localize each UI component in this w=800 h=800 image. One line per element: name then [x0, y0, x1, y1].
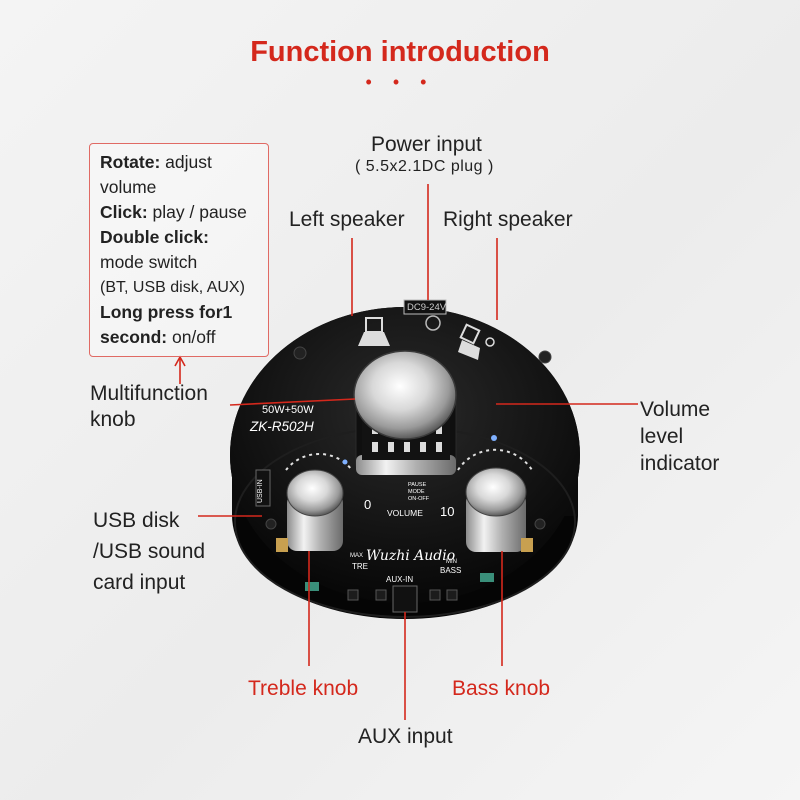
- volume-led: [491, 435, 497, 441]
- long-press-value: on/off: [167, 327, 216, 347]
- voltage-text: DC9-24V: [407, 302, 447, 313]
- long-press-key: Long press for1: [100, 302, 233, 322]
- multifunction-label-line2: knob: [90, 408, 136, 431]
- title-dots: • • •: [365, 72, 435, 92]
- usb-label-line1: USB disk: [93, 509, 180, 532]
- volume-label-line2: level: [640, 425, 684, 448]
- double-click-key-line: Double click:: [100, 225, 268, 250]
- knob-info-box: Rotate: adjust volume Click: play / paus…: [89, 143, 269, 357]
- multifunction-knob-drawing: [353, 350, 457, 475]
- usb-silk-text: USB-IN: [257, 479, 264, 503]
- multifunction-label-line1: Multifunction: [90, 382, 208, 405]
- rotate-key: Rotate:: [100, 152, 161, 172]
- power-jack-icon: [403, 299, 447, 331]
- double-click-key: Double click:: [100, 227, 209, 247]
- double-click-modes: (BT, USB disk, AUX): [100, 279, 245, 296]
- double-click-value: mode switch: [100, 252, 198, 272]
- right-speaker-terminal-icon: [458, 323, 495, 360]
- long-press-key-cont: second:: [100, 327, 168, 347]
- power-plug-label: ( 5.5x2.1DC plug ): [355, 158, 494, 175]
- onoff-silk-text: ON-OFF: [408, 496, 430, 502]
- bass-knob-drawing: [457, 448, 533, 552]
- rotate-value-cont: volume: [100, 177, 157, 197]
- model-text: ZK-R502H: [249, 419, 314, 434]
- min-silk-text: MIN: [446, 559, 457, 565]
- long-press-key-line: Long press for1: [100, 300, 268, 325]
- power-input-label: Power input: [371, 133, 482, 156]
- left-speaker-terminal-icon: [358, 317, 390, 346]
- rotate-value: adjust: [160, 152, 212, 172]
- left-speaker-label: Left speaker: [289, 208, 405, 231]
- usb-label-line3: card input: [93, 571, 186, 594]
- click-value: play / pause: [147, 202, 247, 222]
- volume-label-line1: Volume: [640, 398, 711, 421]
- bass-knob-label: Bass knob: [452, 677, 551, 700]
- max-silk-text: MAX: [350, 553, 363, 559]
- treble-knob-label: Treble knob: [248, 677, 359, 700]
- click-key: Click:: [100, 202, 148, 222]
- volume-label-line3: indicator: [640, 452, 720, 475]
- tre-silk-text: TRE: [352, 562, 368, 571]
- pause-silk-text: PAUSE: [408, 482, 427, 488]
- aux-jack: [392, 585, 418, 613]
- mode-silk-text: MODE: [408, 489, 425, 495]
- power-rating-text: 50W+50W: [262, 404, 314, 416]
- bass-silk-text: BASS: [440, 566, 461, 575]
- brand-text: Wuzhi Audio: [366, 548, 455, 564]
- right-speaker-label: Right speaker: [443, 208, 573, 231]
- rotate-line: Rotate: adjust: [100, 150, 268, 175]
- leader-lines: [174, 184, 638, 720]
- click-line: Click: play / pause: [100, 200, 268, 225]
- aux-silk-text: AUX-IN: [386, 575, 413, 584]
- long-press-line: second: on/off: [100, 325, 268, 350]
- board-silkscreen: 50W+50W ZK-R502H DC9-24V 0 10 VOLUME PAU…: [249, 302, 461, 584]
- volume-silk-text: VOLUME: [387, 508, 423, 518]
- aux-input-label: AUX input: [358, 725, 453, 748]
- treble-knob-drawing: [285, 453, 353, 551]
- scale-max-text: 10: [440, 504, 454, 519]
- usb-port: [255, 469, 271, 507]
- amplifier-board: [230, 299, 580, 619]
- page-title: Function introduction: [250, 36, 550, 68]
- usb-label-line2: /USB sound: [93, 540, 206, 563]
- scale-min-text: 0: [364, 497, 371, 512]
